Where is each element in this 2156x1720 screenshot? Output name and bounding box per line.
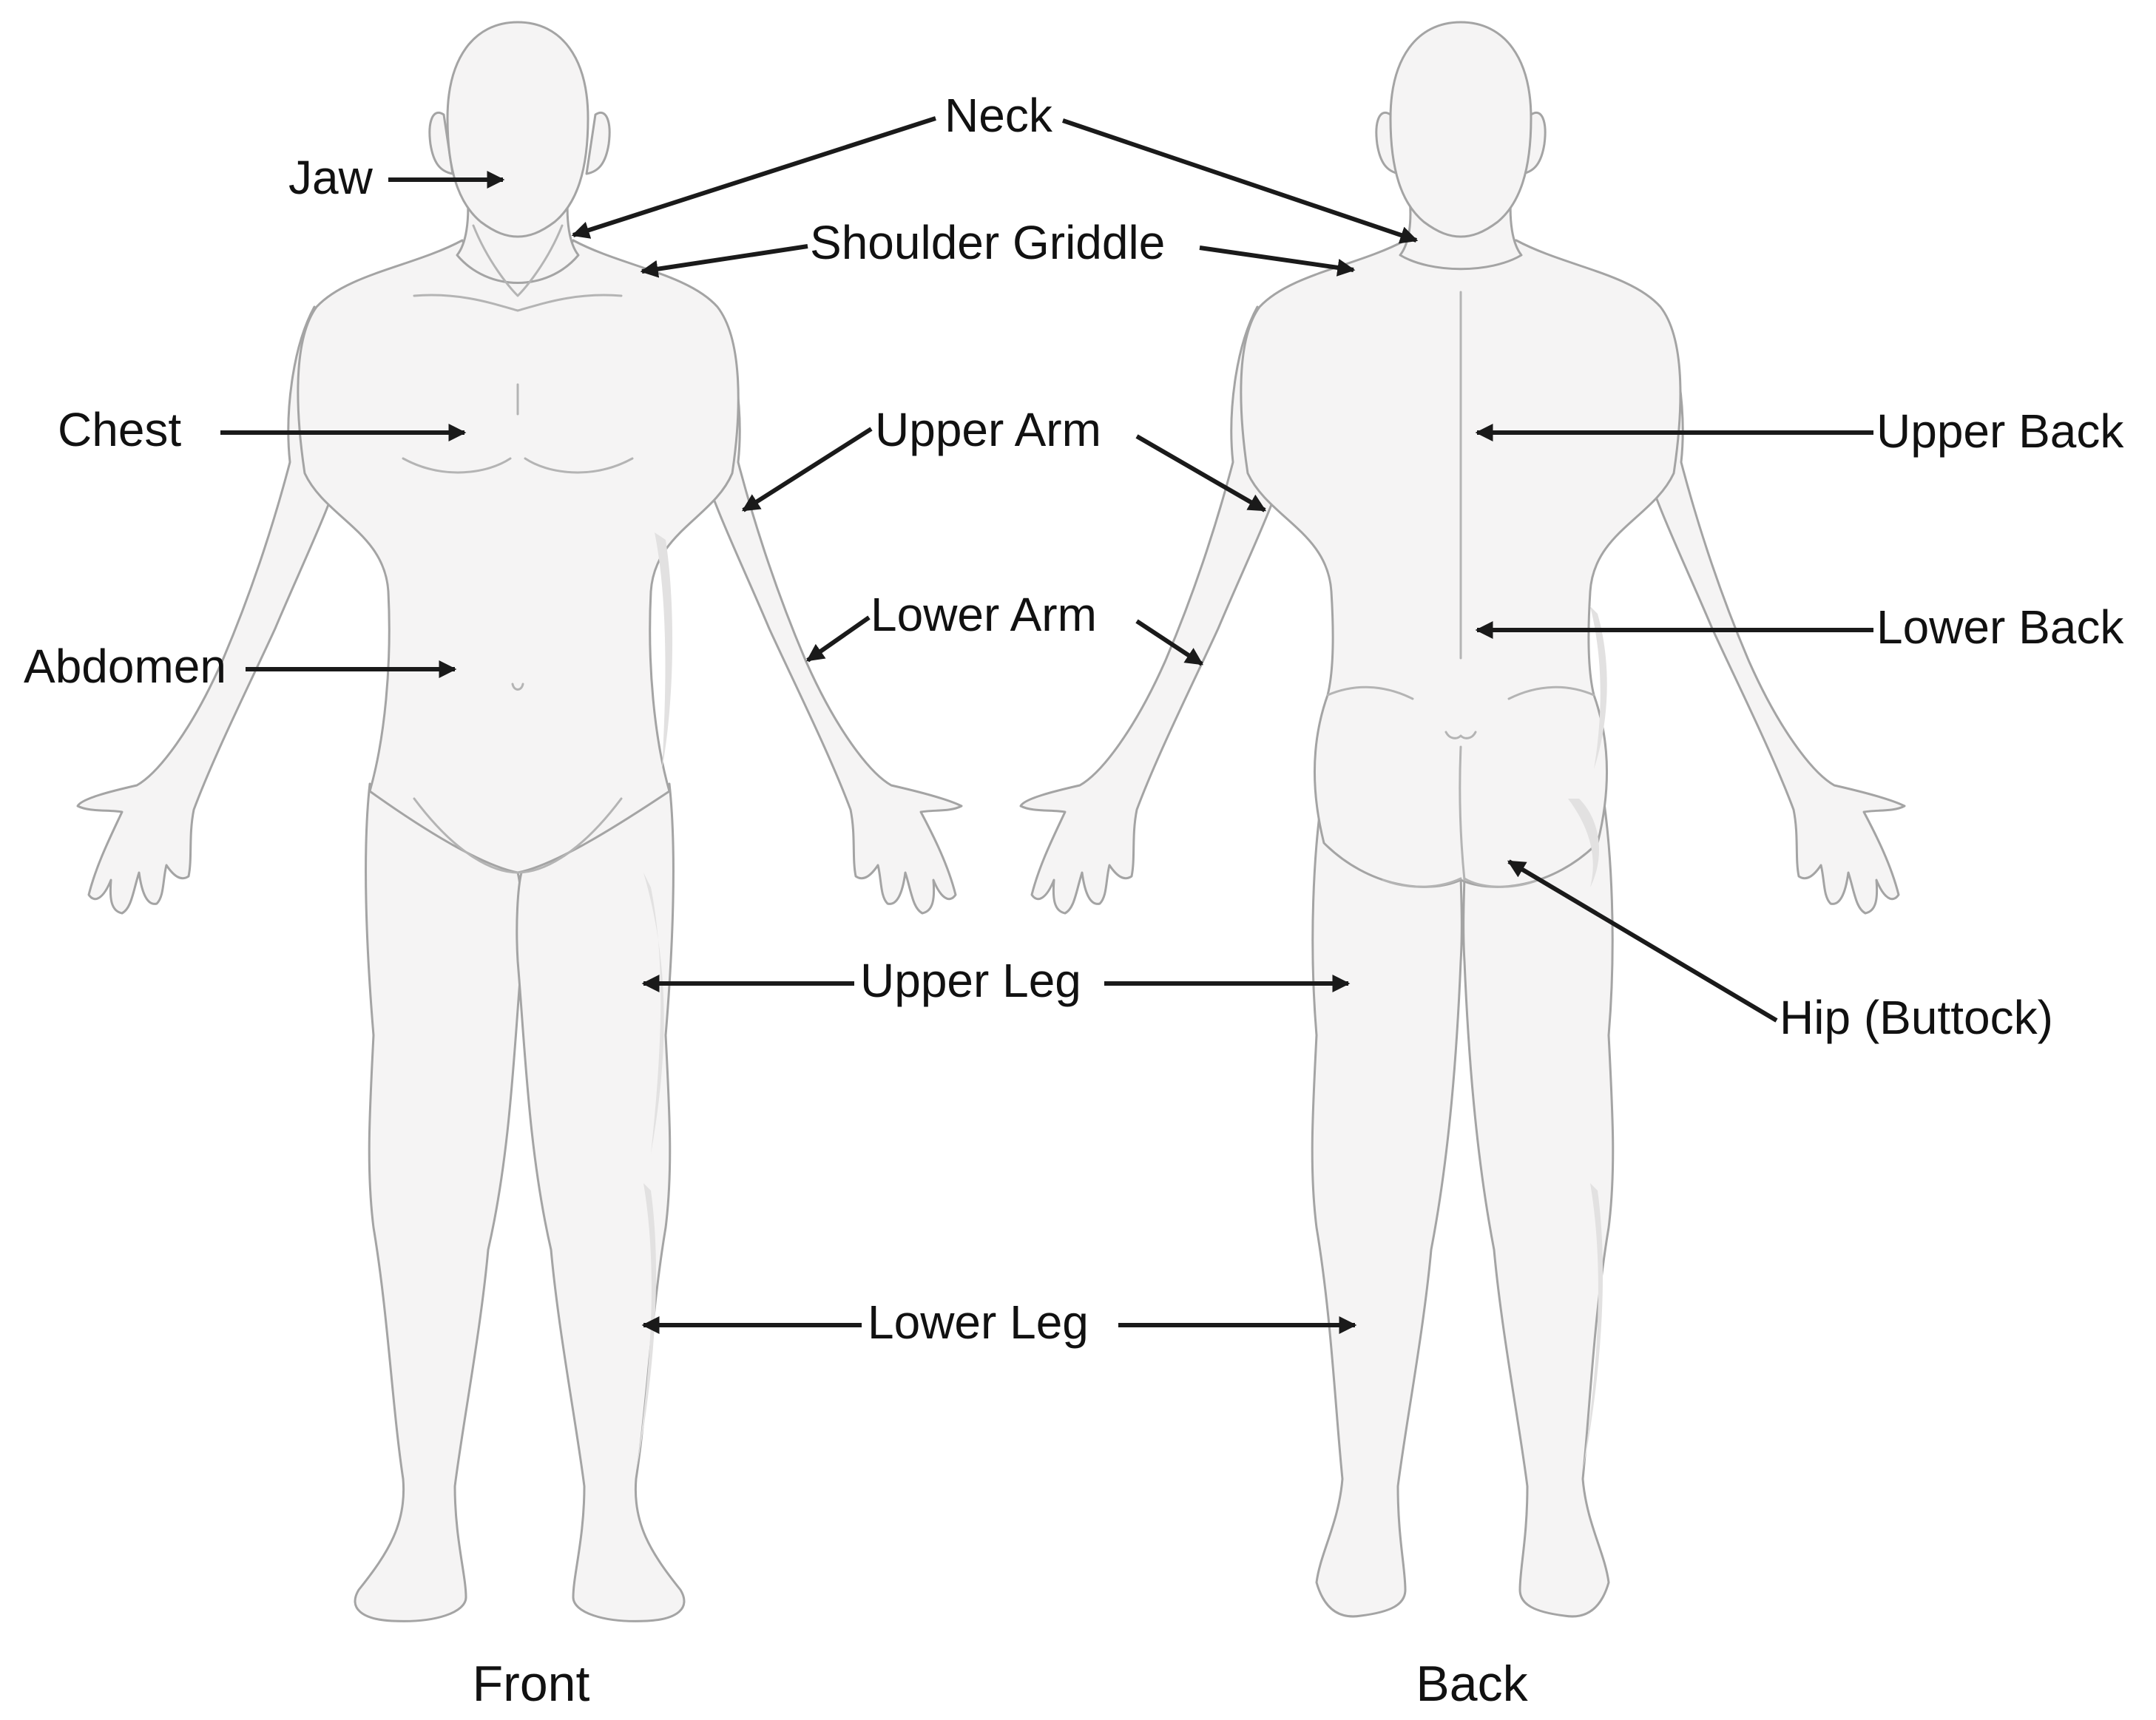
caption-front: Front: [473, 1656, 590, 1712]
leader-shoulder-front: [640, 244, 808, 278]
label-hip: Hip (Buttock): [1780, 991, 2053, 1044]
leader-lines: [220, 116, 1873, 1334]
leader-lower-arm-back: [1135, 619, 1204, 666]
leader-upper-arm-front: [741, 427, 873, 512]
front-figure: [76, 21, 963, 1622]
label-lower-leg: Lower Leg: [868, 1296, 1089, 1349]
front-right-ear: [585, 112, 611, 175]
label-lower-back: Lower Back: [1876, 600, 2124, 654]
back-figure: [1019, 21, 1906, 1618]
label-lower-arm: Lower Arm: [871, 588, 1097, 641]
back-head: [1389, 21, 1532, 238]
label-neck: Neck: [944, 89, 1053, 142]
region-labels: Jaw Neck Shoulder Griddle Chest Upper Ar…: [24, 89, 2124, 1349]
back-right-leg: [1462, 782, 1615, 1618]
back-left-leg: [1311, 782, 1463, 1618]
front-left-ear: [428, 112, 454, 175]
view-captions: Front Back: [473, 1656, 1529, 1712]
leader-upper-arm-back: [1135, 434, 1267, 512]
label-upper-leg: Upper Leg: [860, 954, 1081, 1007]
label-chest: Chest: [58, 403, 181, 456]
label-abdomen: Abdomen: [24, 640, 226, 693]
leader-neck-front: [571, 116, 936, 239]
leader-lower-arm-front: [806, 615, 871, 663]
front-torso: [297, 239, 740, 874]
front-right-leg: [516, 782, 686, 1622]
front-left-leg: [354, 782, 524, 1622]
leader-shoulder-back: [1199, 246, 1356, 277]
caption-back: Back: [1416, 1656, 1528, 1712]
label-upper-arm: Upper Arm: [875, 403, 1101, 456]
leader-hip: [1507, 859, 1778, 1023]
label-upper-back: Upper Back: [1876, 404, 2124, 458]
leader-neck-back: [1062, 118, 1419, 244]
label-shoulder-girdle: Shoulder Griddle: [810, 216, 1165, 269]
front-head: [446, 21, 589, 238]
label-jaw: Jaw: [288, 151, 374, 204]
